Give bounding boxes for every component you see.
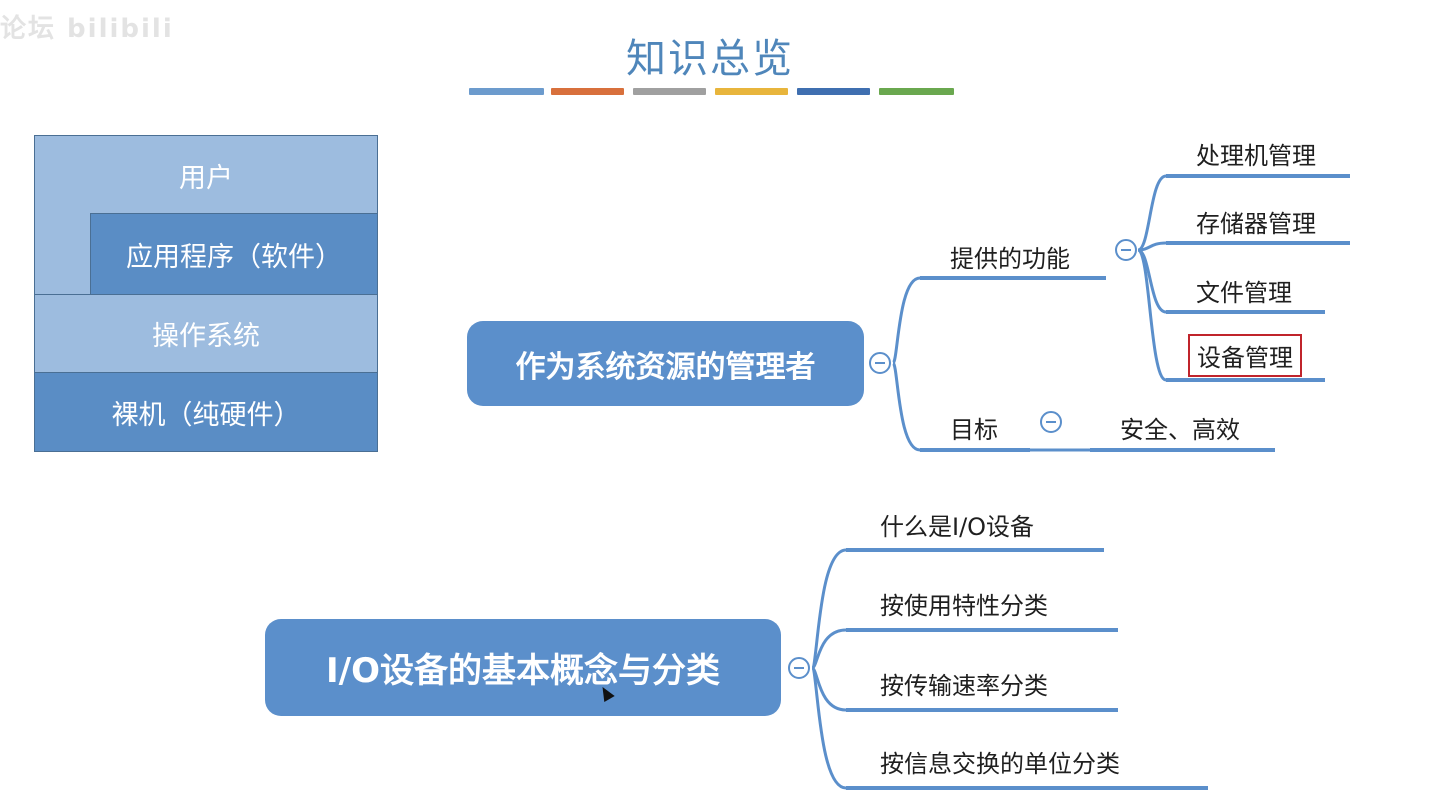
layer-app-label: 应用程序（软件） [126, 241, 342, 273]
minus-icon [1046, 421, 1056, 423]
minus-icon [794, 667, 804, 669]
branch-functions[interactable]: 提供的功能 [950, 245, 1070, 273]
layer-user-label: 用户 [179, 163, 233, 194]
connector-root1-functions [891, 276, 921, 365]
page-title: 知识总览 [626, 36, 794, 82]
collapse-toggle-root1[interactable] [869, 352, 891, 374]
root-node-resource-manager-label: 作为系统资源的管理者 [515, 349, 816, 385]
collapse-toggle-goal[interactable] [1040, 411, 1062, 433]
io-item-by-usage[interactable]: 按使用特性分类 [880, 592, 1048, 620]
minus-icon [875, 362, 885, 364]
title-bar-6 [879, 88, 954, 95]
minus-icon [1121, 249, 1131, 251]
system-layers-diagram: 用户 应用程序（软件） 操作系统 裸机（纯硬件） [34, 135, 378, 452]
title-bar-5 [797, 88, 870, 95]
io-item-by-unit[interactable]: 按信息交换的单位分类 [880, 750, 1120, 778]
function-item-device[interactable]: 设备管理 [1188, 334, 1302, 377]
title-bar-4 [715, 88, 788, 95]
layer-hardware-label: 裸机（纯硬件） [111, 399, 301, 431]
branch-goal[interactable]: 目标 [950, 416, 998, 444]
connector-root2-item4 [810, 666, 847, 790]
function-item-processor[interactable]: 处理机管理 [1196, 142, 1316, 170]
io-item-by-rate[interactable]: 按传输速率分类 [880, 672, 1048, 700]
root-node-io-devices-label: I/O设备的基本概念与分类 [326, 651, 720, 691]
collapse-toggle-functions[interactable] [1115, 239, 1137, 261]
collapse-toggle-root2[interactable] [788, 657, 810, 679]
title-bar-3 [633, 88, 706, 95]
title-bar-1 [469, 88, 544, 95]
function-item-file[interactable]: 文件管理 [1196, 279, 1292, 307]
connector-functions-item1 [1137, 174, 1167, 252]
title-bar-2 [551, 88, 624, 95]
root-node-io-devices[interactable]: I/O设备的基本概念与分类 [265, 619, 781, 716]
connector-root2-item1 [810, 548, 847, 670]
watermark: 论坛 bilibili [0, 14, 174, 44]
layer-os: 操作系统 [35, 294, 377, 372]
io-item-what-is[interactable]: 什么是I/O设备 [880, 513, 1035, 541]
layer-hardware: 裸机（纯硬件） [35, 372, 377, 451]
function-item-memory[interactable]: 存储器管理 [1196, 210, 1316, 238]
goal-value[interactable]: 安全、高效 [1120, 416, 1240, 444]
root-node-resource-manager[interactable]: 作为系统资源的管理者 [467, 321, 864, 406]
layer-os-label: 操作系统 [152, 321, 260, 352]
layer-app: 应用程序（软件） [90, 213, 377, 294]
connector-root1-goal [891, 361, 921, 452]
connector-root2-item2 [811, 628, 847, 670]
connector-functions-item4 [1136, 248, 1167, 382]
